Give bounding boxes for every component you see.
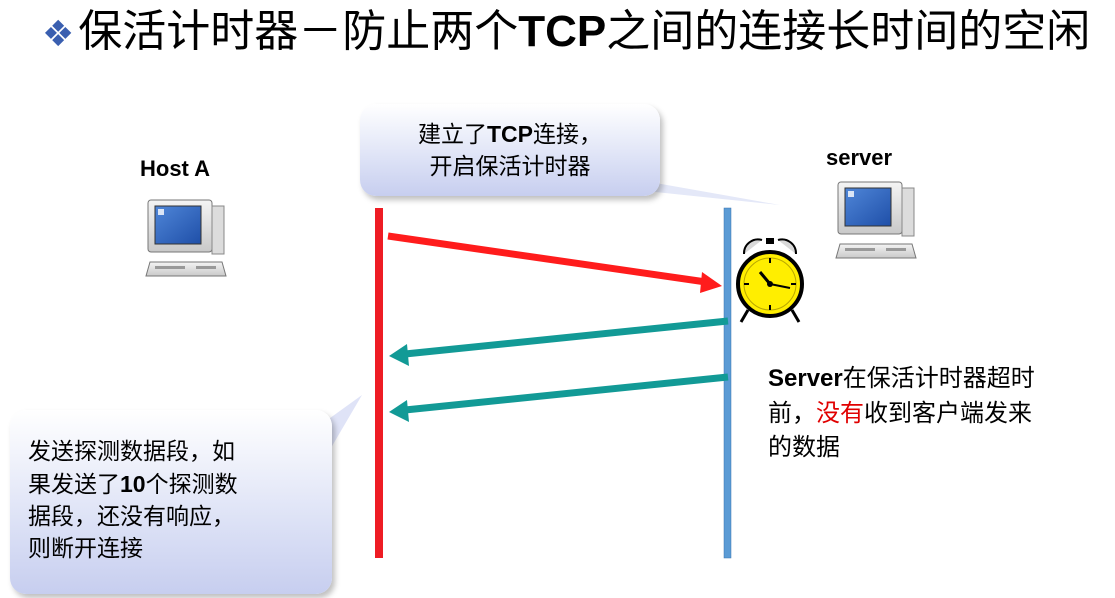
title-tcp: TCP <box>518 7 607 56</box>
data-arrow-to-server <box>387 232 722 293</box>
title-text-part1: 保活计时器－防止两个 <box>78 6 519 57</box>
server-note-line1: Server在保活计时器超时 <box>768 364 1035 392</box>
alarm-clock-icon <box>736 238 804 323</box>
page-title: ❖保活计时器－防止两个TCP之间的连接长时间的空闲 <box>42 4 1102 63</box>
server-label: server <box>826 145 893 170</box>
no-data-highlight: 没有 <box>816 399 864 427</box>
server-timeout-note: Server在保活计时器超时 前，没有收到客户端发来 的数据 <box>768 361 1113 464</box>
callout-probe-segments: 发送探测数据段，如 果发送了10个探测数 据段，还没有响应， 则断开连接 <box>10 410 332 594</box>
server-computer-icon <box>835 181 917 259</box>
server-timeline <box>723 207 732 559</box>
server-note-line3: 的数据 <box>768 433 840 461</box>
host-a-computer-icon <box>145 199 227 277</box>
title-text-part2: 之间的连接长时间的空闲 <box>606 6 1091 57</box>
callout-bottom-line1: 发送探测数据段，如 <box>28 439 235 465</box>
callout-bottom-line3: 据段，还没有响应， <box>28 504 235 530</box>
callout-tcp-established: 建立了TCP连接， 开启保活计时器 <box>360 104 660 196</box>
server-note-line2: 前，没有收到客户端发来 <box>768 399 1032 427</box>
callout-bottom-line2: 果发送了10个探测数 <box>28 471 238 498</box>
callout-bottom-line4: 则断开连接 <box>28 536 143 562</box>
probe-arrow-1 <box>389 317 729 366</box>
callout-top-line1: 建立了TCP连接， <box>418 121 602 148</box>
host-a-label: Host A <box>140 156 211 181</box>
callout-top-line2: 开启保活计时器 <box>429 154 591 180</box>
title-bullet-icon: ❖ <box>42 14 75 55</box>
host-a-timeline <box>375 208 383 558</box>
probe-arrow-2 <box>389 373 729 422</box>
